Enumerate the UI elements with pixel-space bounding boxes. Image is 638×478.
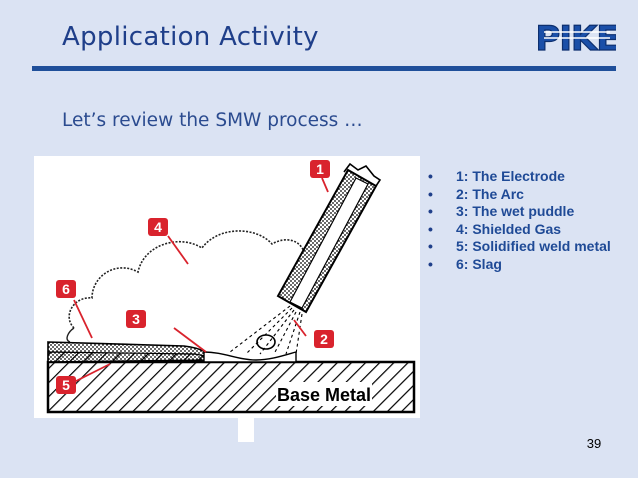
legend-list: • 1: The Electrode • 2: The Arc • 3: The we…: [428, 168, 611, 273]
bullet: •: [428, 238, 433, 254]
callout-badge-2: 2: [314, 330, 334, 348]
bullet: •: [428, 185, 433, 202]
legend-item: • 4: Shielded Gas: [428, 221, 611, 239]
callout-badge-5: 5: [56, 376, 76, 394]
bullet: •: [428, 203, 433, 219]
callout-1-label: 1: [316, 161, 324, 177]
callout-1-arrow: [321, 177, 329, 193]
legend-item: • 3: The wet puddle: [428, 203, 611, 221]
legend-item: • 6: Slag: [428, 256, 611, 274]
legend-item-label: 3: The wet puddle: [456, 203, 575, 219]
legend-item: • 5: Solidified weld metal: [428, 238, 611, 256]
legend-item-label: 5: Solidified weld metal: [456, 238, 611, 254]
callout-badge-6: 6: [56, 280, 76, 298]
callout-5-label: 5: [62, 377, 70, 393]
legend-item: • 2: The Arc: [428, 186, 611, 204]
callout-6-arrow: [73, 299, 93, 339]
callout-badge-3: 3: [126, 310, 146, 328]
callout-4-label: 4: [154, 219, 162, 235]
legend-item-label: 4: Shielded Gas: [456, 220, 562, 237]
arc-lines: [229, 305, 303, 355]
slide-title: Application Activity: [62, 22, 319, 52]
callout-2-arrow: [293, 319, 307, 337]
pike-logo: PIKE: [538, 18, 616, 58]
callout-6-label: 6: [62, 281, 70, 297]
electrode: [276, 162, 382, 314]
callout-badge-1: 1: [310, 160, 330, 178]
molten-droplet: [256, 334, 276, 350]
smaw-diagram: Base Metal 1 2 3: [34, 156, 420, 418]
legend-item-label: 6: Slag: [456, 255, 502, 272]
base-metal-label: Base Metal: [277, 385, 371, 405]
callout-3-arrow: [173, 327, 207, 353]
title-divider: [32, 66, 616, 71]
slide-subtitle: Let’s review the SMW process …: [62, 110, 363, 131]
legend-item: • 1: The Electrode: [428, 168, 611, 186]
page-number: 39: [586, 436, 602, 451]
callout-2-label: 2: [320, 331, 328, 347]
legend-item-label: 1: The Electrode: [456, 168, 565, 184]
bullet: •: [428, 168, 433, 184]
figure-notch: [238, 418, 254, 442]
smaw-diagram-drawing: Base Metal 1 2 3: [46, 160, 416, 414]
weld-puddle: [203, 351, 297, 363]
bullet: •: [428, 255, 433, 272]
bullet: •: [428, 220, 433, 237]
callout-5-arrow: [73, 363, 111, 383]
callout-badge-4: 4: [148, 218, 168, 236]
gas-cloud-outline: [68, 230, 305, 329]
callout-3-label: 3: [132, 311, 140, 327]
legend-item-label: 2: The Arc: [456, 185, 524, 202]
callout-4-arrow: [167, 235, 189, 265]
